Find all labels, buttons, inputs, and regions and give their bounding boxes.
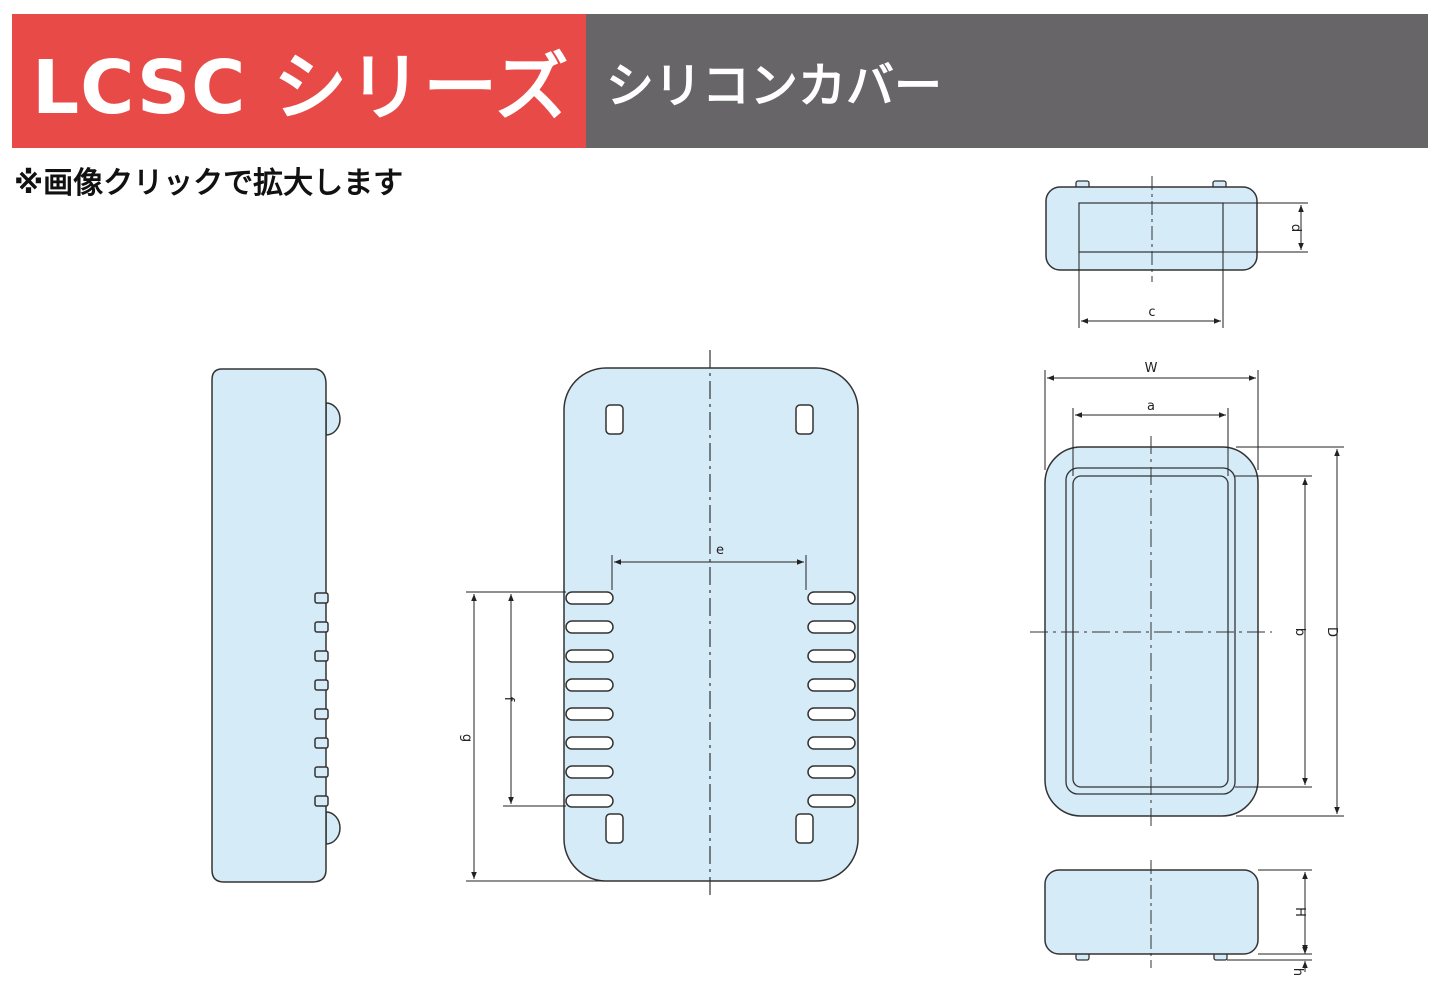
dim-label-h: h: [1290, 968, 1305, 976]
dim-label-w: W: [1145, 361, 1158, 376]
dimension-f: [503, 591, 566, 807]
dim-label-f: f: [501, 697, 516, 702]
dimension-h: [1227, 944, 1312, 972]
dim-label-g: g: [459, 734, 474, 742]
dimension-D: [1236, 446, 1344, 817]
front-view: W a b D: [1030, 361, 1344, 828]
dim-label-b: b: [1292, 628, 1307, 636]
dimension-H: [1258, 869, 1312, 955]
dimension-e: [611, 555, 807, 590]
dimension-g: [466, 591, 604, 882]
dimension-c: [1078, 252, 1224, 328]
dim-label-d: d: [1288, 224, 1303, 232]
side-view: [211, 368, 341, 883]
side-body: [211, 368, 327, 883]
dim-label-a: a: [1147, 399, 1155, 414]
top-view: d c: [1045, 176, 1308, 328]
side-knob-bottom: [325, 811, 341, 845]
dim-label-H: H: [1292, 907, 1307, 917]
bottom-view: H h: [1044, 860, 1312, 976]
back-slots-right: [807, 591, 856, 808]
dimension-b: [1235, 475, 1312, 788]
top-opening: [1078, 202, 1224, 253]
dim-label-e: e: [716, 543, 724, 558]
series-banner: LCSC シリーズ: [12, 14, 586, 148]
back-view: e f g: [459, 350, 859, 896]
dimension-w: [1044, 370, 1259, 470]
back-body: [563, 367, 859, 882]
series-title: LCSC シリーズ: [32, 44, 570, 131]
back-slots-left: [565, 591, 614, 808]
back-holes: [605, 404, 814, 844]
product-title: シリコンカバー: [606, 58, 943, 114]
dim-label-c: c: [1148, 305, 1155, 320]
product-banner: シリコンカバー: [586, 14, 1428, 148]
dimension-a: [1072, 408, 1229, 476]
dimension-d: [1223, 202, 1308, 253]
header-banner: LCSC シリーズ シリコンカバー: [12, 14, 1428, 148]
side-knob-top: [325, 402, 341, 436]
dim-label-D: D: [1324, 627, 1339, 637]
click-to-enlarge-note: ※画像クリックで拡大します: [14, 166, 404, 201]
